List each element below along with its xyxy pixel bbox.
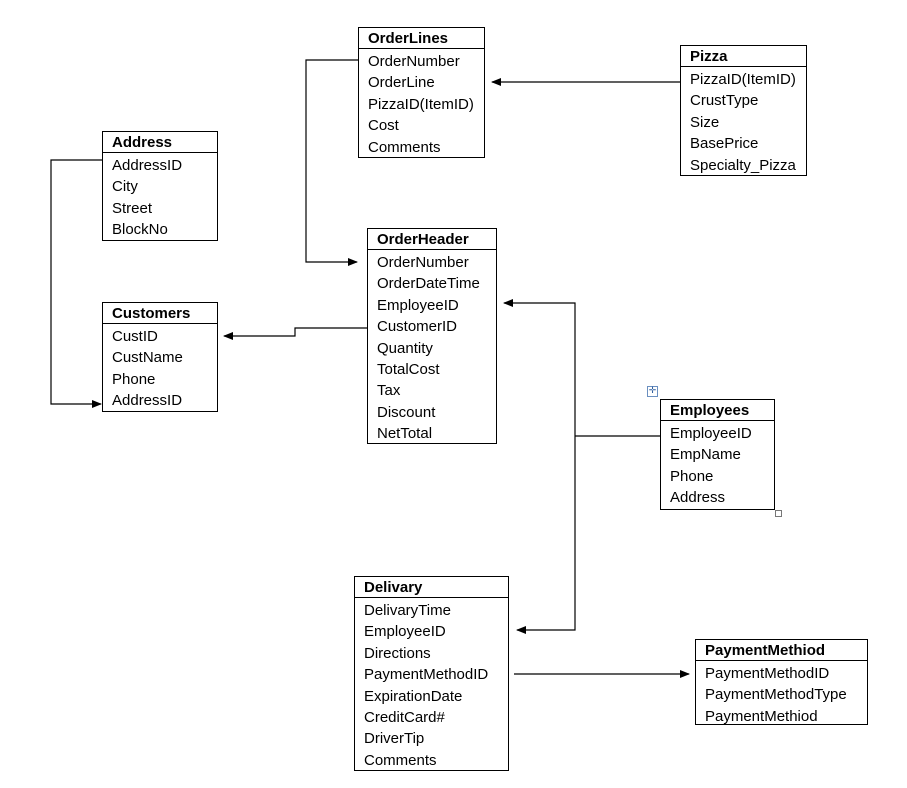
field-customers-3[interactable]: AddressID <box>112 392 183 410</box>
field-employees-1[interactable]: EmpName <box>670 446 741 464</box>
entity-paymentmethiod-title: PaymentMethiod <box>696 640 867 661</box>
entity-employees-title: Employees <box>661 400 774 421</box>
entity-address-title: Address <box>103 132 217 153</box>
connector-orderlines-to-orderheader <box>305 59 358 266</box>
field-paymentmethiod-1[interactable]: PaymentMethodType <box>705 686 847 704</box>
connector-address-to-customers <box>50 159 102 408</box>
field-pizza-2[interactable]: Size <box>690 113 720 131</box>
entity-pizza-title: Pizza <box>681 46 806 67</box>
field-orderheader-5[interactable]: TotalCost <box>377 361 440 379</box>
field-orderheader-2[interactable]: EmployeeID <box>377 296 459 314</box>
field-orderlines-0[interactable]: OrderNumber <box>368 53 460 70</box>
field-orderheader-6[interactable]: Tax <box>377 382 401 400</box>
field-paymentmethiod-2[interactable]: PaymentMethiod <box>705 707 818 725</box>
field-delivary-3[interactable]: PaymentMethodID <box>364 666 489 684</box>
connector-employees-to-delivary <box>516 436 576 634</box>
connector-employees-to-orderheader <box>503 299 576 436</box>
field-orderheader-0[interactable]: OrderNumber <box>377 254 469 271</box>
field-address-1[interactable]: City <box>112 178 138 196</box>
field-orderheader-1[interactable]: OrderDateTime <box>377 275 480 293</box>
field-delivary-2[interactable]: Directions <box>364 644 431 662</box>
field-orderlines-3[interactable]: Cost <box>368 117 399 135</box>
field-orderlines-1[interactable]: OrderLine <box>368 74 435 92</box>
field-employees-3[interactable]: Address <box>670 489 726 507</box>
field-customers-2[interactable]: Phone <box>112 370 156 388</box>
field-delivary-1[interactable]: EmployeeID <box>364 623 446 641</box>
field-address-0[interactable]: AddressID <box>112 157 183 174</box>
field-delivary-4[interactable]: ExpirationDate <box>364 687 463 705</box>
field-pizza-4[interactable]: Specialty_Pizza <box>690 156 796 174</box>
field-delivary-6[interactable]: DriverTip <box>364 730 425 748</box>
field-address-2[interactable]: Street <box>112 199 153 217</box>
entity-orderheader-title: OrderHeader <box>368 229 496 250</box>
field-pizza-0[interactable]: PizzaID(ItemID) <box>690 71 796 88</box>
field-paymentmethiod-0[interactable]: PaymentMethodID <box>705 665 830 682</box>
field-pizza-1[interactable]: CrustType <box>690 92 759 110</box>
entity-customers-title: Customers <box>103 303 217 324</box>
connector-orderheader-to-customers <box>223 327 367 340</box>
field-customers-1[interactable]: CustName <box>112 349 183 367</box>
field-orderheader-7[interactable]: Discount <box>377 403 436 421</box>
resize-handle-icon[interactable] <box>775 510 782 517</box>
field-delivary-0[interactable]: DelivaryTime <box>364 602 451 619</box>
field-employees-0[interactable]: EmployeeID <box>670 425 752 442</box>
field-orderheader-4[interactable]: Quantity <box>377 339 433 357</box>
field-delivary-5[interactable]: CreditCard# <box>364 709 445 727</box>
field-orderheader-3[interactable]: CustomerID <box>377 318 458 336</box>
field-delivary-7[interactable]: Comments <box>364 751 437 769</box>
entity-orderlines-title: OrderLines <box>359 28 484 49</box>
field-orderlines-2[interactable]: PizzaID(ItemID) <box>368 95 474 113</box>
field-pizza-3[interactable]: BasePrice <box>690 135 759 153</box>
move-handle-icon[interactable]: ✛ <box>647 386 658 397</box>
field-orderheader-8[interactable]: NetTotal <box>377 425 433 443</box>
field-employees-2[interactable]: Phone <box>670 467 714 485</box>
entity-delivary-title: Delivary <box>355 577 508 598</box>
field-orderlines-4[interactable]: Comments <box>368 138 441 156</box>
field-address-3[interactable]: BlockNo <box>112 221 168 239</box>
field-customers-0[interactable]: CustID <box>112 328 158 345</box>
